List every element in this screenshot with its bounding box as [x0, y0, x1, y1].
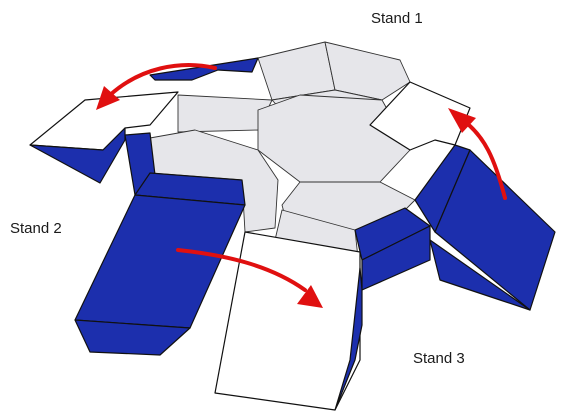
stand-1-label: Stand 1 [371, 10, 423, 27]
stand-2-label: Stand 2 [10, 220, 62, 237]
floor-panel [258, 42, 335, 100]
stand-3-label: Stand 3 [413, 350, 465, 367]
stand-2-front [75, 195, 245, 328]
